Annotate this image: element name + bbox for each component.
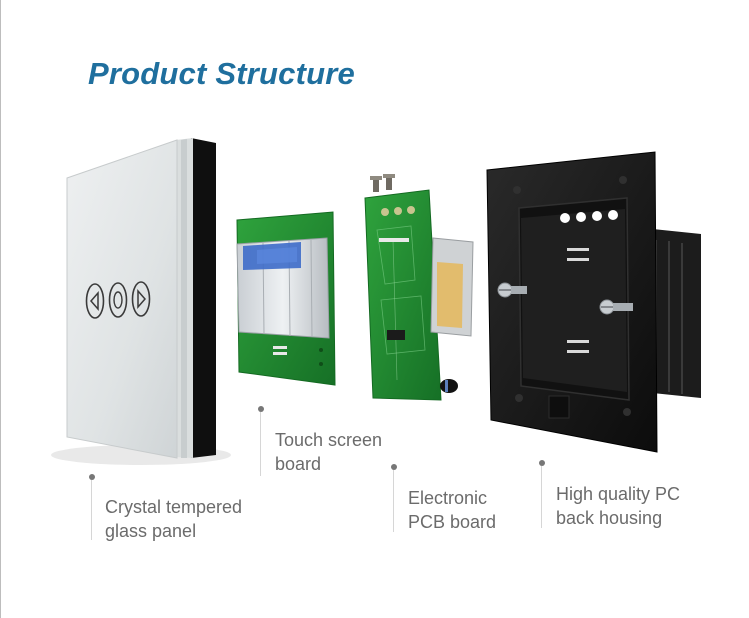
callout-pcb-board: Electronic PCB board [408, 486, 496, 534]
center-circle-icon [108, 282, 128, 318]
back-housing [486, 151, 701, 453]
callout-dot-touch [258, 406, 264, 412]
right-arrow-icon [131, 281, 151, 317]
callout-line-touch [260, 412, 261, 476]
callout-glass-line2: glass panel [105, 521, 197, 541]
left-arrow-icon [85, 283, 105, 319]
callout-pcb-line1: Electronic [408, 488, 488, 508]
callout-line-glass [91, 480, 92, 540]
page-title: Product Structure [88, 56, 355, 91]
callout-housing-line2: back housing [556, 508, 663, 528]
callout-back-housing: High quality PC back housing [556, 482, 680, 530]
callout-glass-line1: Crystal tempered [105, 497, 243, 517]
callout-dot-housing [539, 460, 545, 466]
callout-touch-line2: board [275, 454, 322, 474]
callout-touch-screen-board: Touch screen board [275, 428, 382, 476]
callout-touch-line1: Touch screen [275, 430, 383, 450]
touch-screen-board [236, 211, 336, 386]
callout-dot-glass [89, 474, 95, 480]
callout-pcb-line2: PCB board [408, 512, 497, 532]
pcb-board [364, 174, 474, 401]
panel-frame [191, 138, 216, 458]
callout-glass-panel: Crystal tempered glass panel [105, 495, 242, 543]
callout-dot-pcb [391, 464, 397, 470]
callout-line-pcb [393, 470, 394, 532]
callout-housing-line1: High quality PC [556, 484, 681, 504]
glass-panel [51, 138, 231, 465]
callout-line-housing [541, 466, 542, 528]
